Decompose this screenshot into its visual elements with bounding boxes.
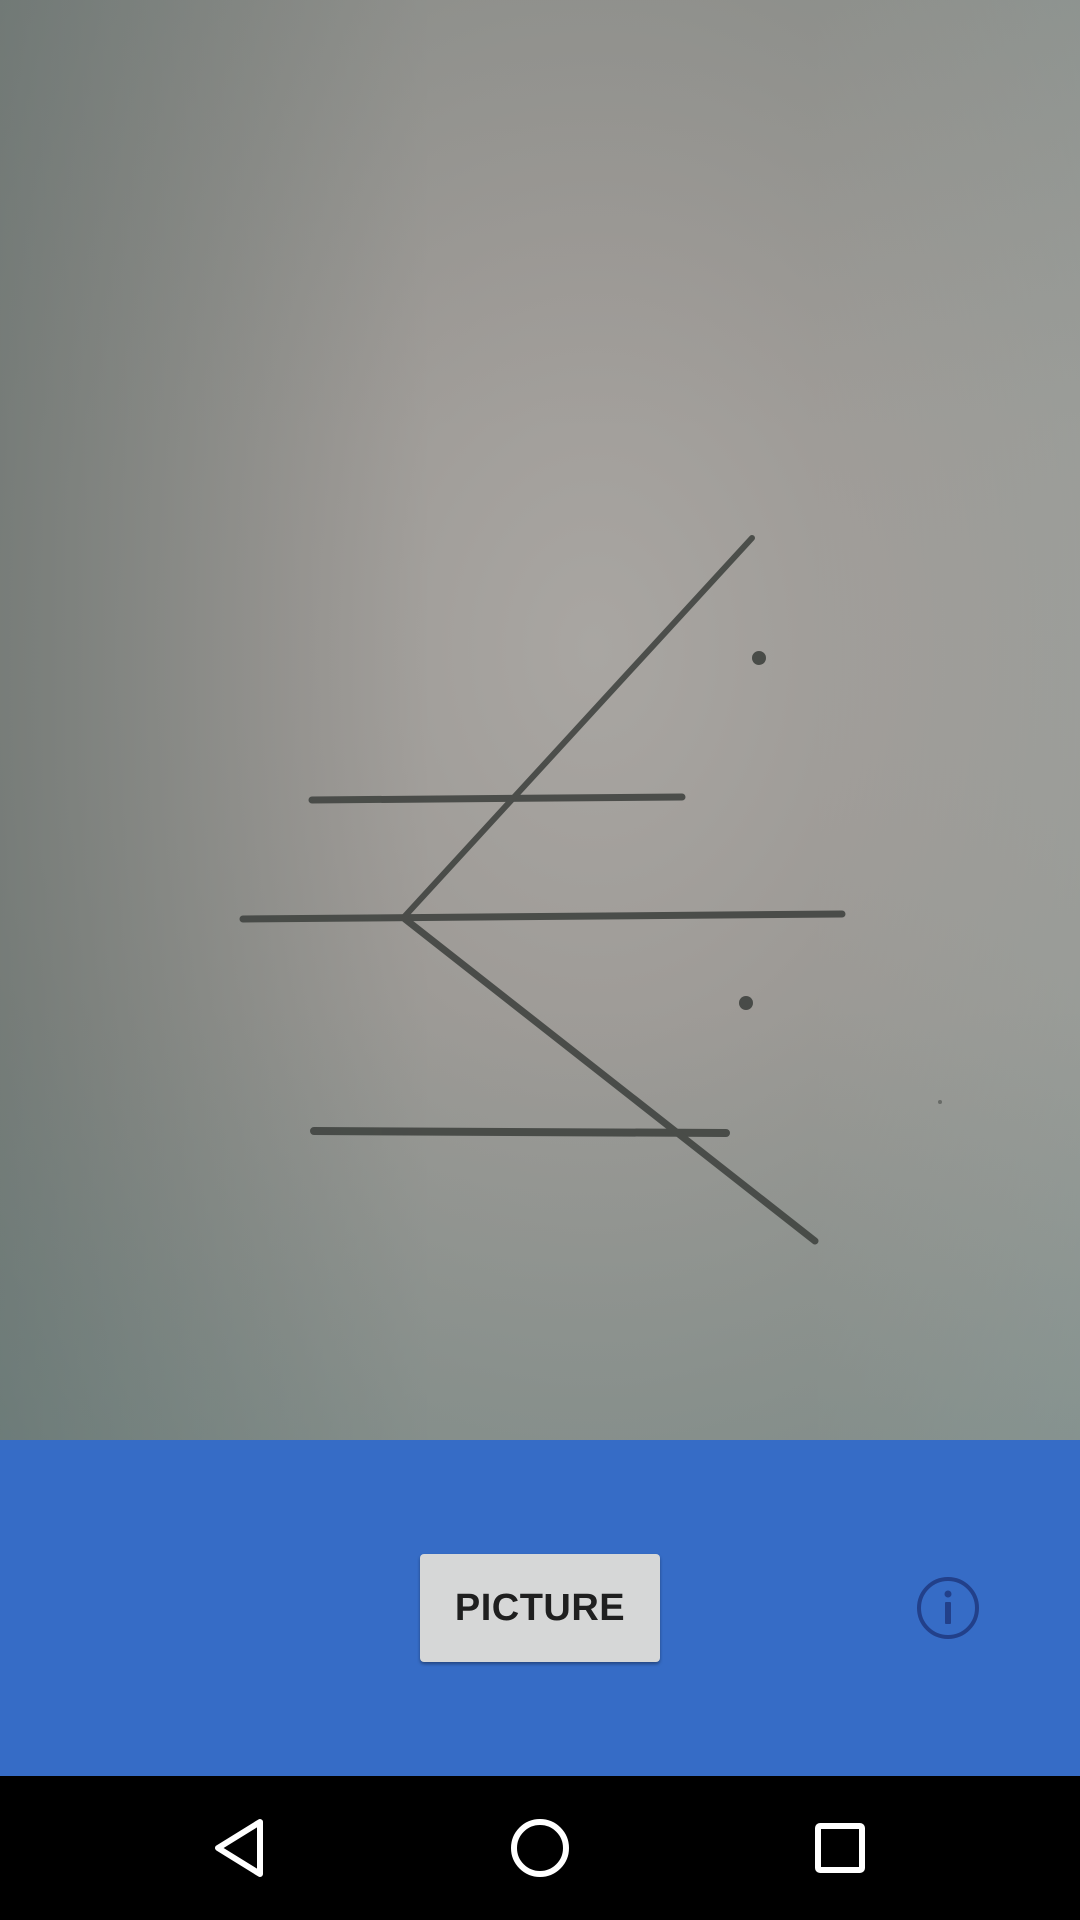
drawing-line-middle-horizontal: [239, 910, 846, 923]
recents-square-icon[interactable]: [804, 1812, 876, 1884]
drawing-line-lower-diagonal: [401, 915, 819, 1245]
drawing-dot-upper: [752, 651, 766, 665]
navigation-bar: [0, 1776, 1080, 1920]
info-icon[interactable]: [916, 1576, 980, 1640]
pencil-drawing: [239, 535, 942, 1245]
control-bar: PICTURE: [0, 1440, 1080, 1776]
drawing-line-upper-diagonal: [402, 535, 755, 919]
camera-preview: [0, 0, 1080, 1440]
home-circle-icon[interactable]: [504, 1812, 576, 1884]
drawing-line-bottom-horizontal: [310, 1127, 730, 1137]
picture-button[interactable]: PICTURE: [420, 1554, 660, 1662]
back-triangle-icon[interactable]: [204, 1812, 276, 1884]
drawing-speck: [938, 1100, 942, 1104]
drawing-line-top-horizontal: [308, 793, 686, 804]
drawing-dot-lower: [739, 996, 753, 1010]
